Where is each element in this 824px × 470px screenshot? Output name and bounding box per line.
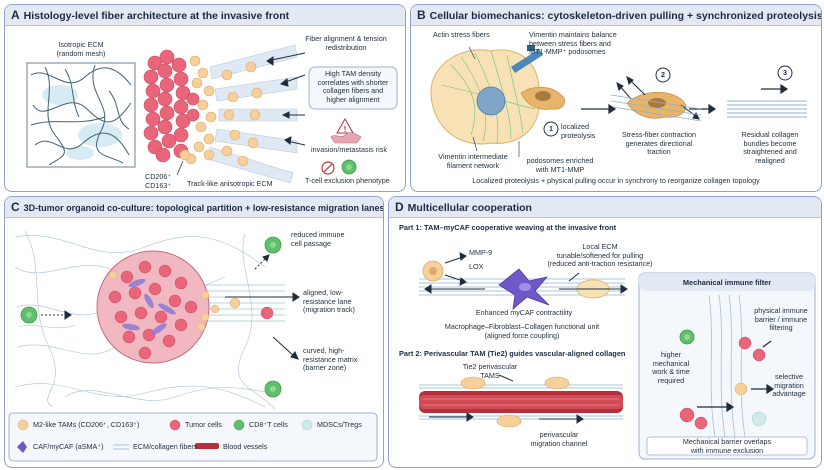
step-1-number: 1	[549, 124, 553, 133]
legend-cd8: CD8⁺T cells	[249, 420, 288, 429]
legend-mdsc: MDSCs/Tregs	[317, 420, 362, 429]
part2-title: Part 2: Perivascular TAM (Tie2) guides v…	[399, 349, 626, 358]
panel-b-footer: Localized proteolysis + physical pulling…	[472, 176, 760, 185]
curved-matrix-label: curved, high-resistance matrix(barrier z…	[303, 346, 358, 373]
step-3-number: 3	[783, 68, 787, 77]
legend-caf: CAF/myCAF (aSMA⁺)	[33, 442, 104, 451]
actin-label: Actin stress fibers	[433, 30, 490, 39]
part1-title: Part 1: TAM–myCAF cooperative weaving at…	[399, 223, 617, 232]
mmp9-label: MMP-9	[469, 248, 493, 257]
immune-filter-title: Mechanical immune filter	[682, 278, 772, 287]
enhanced-contractility-label: Enhanced myCAF contractility	[475, 308, 573, 317]
aligned-lane-label: aligned, low-resistance lane(migration t…	[303, 288, 355, 315]
panel-a-illustration: !	[26, 44, 398, 184]
tam-cells	[179, 55, 263, 167]
panel-d-illustration	[419, 252, 816, 460]
cd-markers-label: CD206⁺CD163⁺	[145, 172, 172, 190]
legend-m2-tam: M2-like TAMs (CD206⁺, CD163⁺)	[33, 420, 140, 429]
iso-ecm-label: Isotropic ECM(random mesh)	[56, 40, 106, 58]
legend-tumor: Tumor cells	[185, 420, 222, 429]
panel-c-illustration	[8, 230, 378, 462]
invasion-label: invasion/metastasis risk	[311, 145, 387, 154]
tumor-cluster	[143, 49, 200, 163]
lox-label: LOX	[469, 262, 484, 271]
legend-ecm: ECM/collagen fibers	[133, 442, 198, 451]
track-ecm-label: Track-like anisotropic ECM	[187, 179, 273, 188]
panel-b-illustration	[430, 45, 807, 157]
step-2-number: 2	[661, 70, 665, 79]
functional-unit-label: Macrophage–Fibroblast–Collagen functiona…	[444, 322, 600, 340]
legend-vessel: Blood vessels	[223, 442, 268, 451]
svg-text:!: !	[344, 125, 347, 134]
tcell-exclusion-label: T-cell exclusion phenotype	[305, 176, 390, 185]
